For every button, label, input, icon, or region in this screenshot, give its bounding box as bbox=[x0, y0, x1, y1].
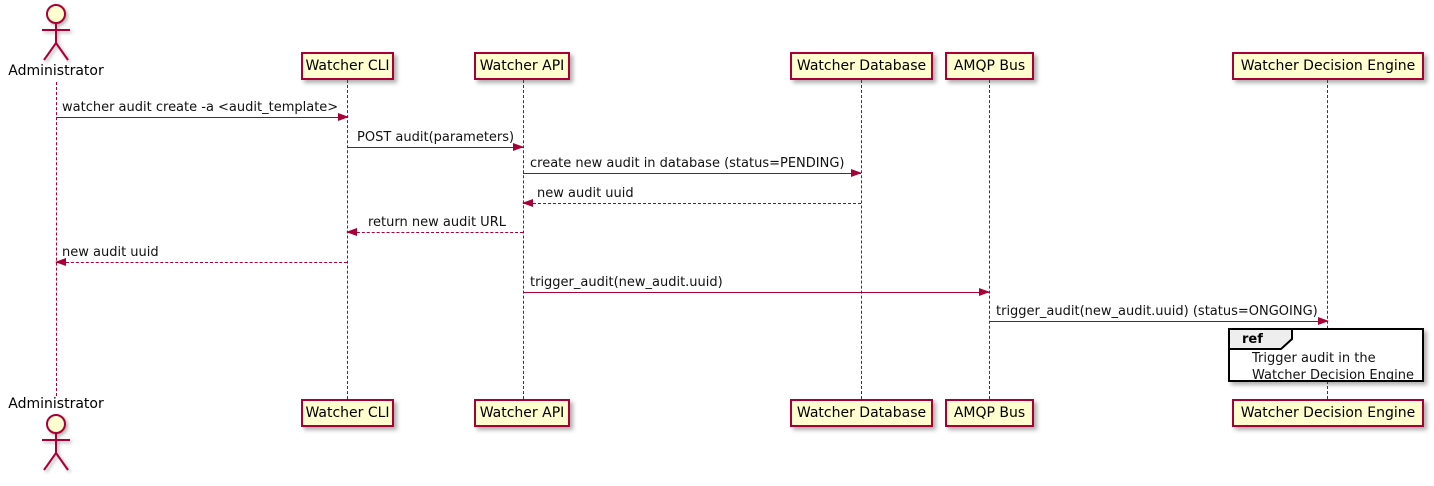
ref-keyword: ref bbox=[1242, 332, 1263, 347]
arrow-line bbox=[523, 203, 861, 204]
actor-label-top: Administrator bbox=[8, 63, 104, 79]
lifeline-watcher-api bbox=[523, 80, 524, 399]
arrowhead-right-icon bbox=[851, 169, 862, 177]
ref-text: Trigger audit in the Watcher Decision En… bbox=[1252, 350, 1414, 384]
message-arrow-audit-create bbox=[56, 113, 349, 121]
message-arrow-trigger-audit bbox=[523, 288, 990, 296]
participant-amqp-bus-top: AMQP Bus bbox=[945, 52, 1034, 80]
message-label-create-audit-db: create new audit in database (status=PEN… bbox=[530, 156, 845, 171]
participant-watcher-decision-engine-top: Watcher Decision Engine bbox=[1232, 52, 1424, 80]
arrowhead-left-icon bbox=[346, 228, 357, 236]
ref-text-line2: Watcher Decision Engine bbox=[1252, 368, 1414, 383]
ref-text-line1: Trigger audit in the bbox=[1252, 351, 1376, 366]
message-label-new-audit-uuid-admin: new audit uuid bbox=[62, 245, 159, 260]
participant-watcher-api-bottom: Watcher API bbox=[474, 399, 570, 427]
arrow-line bbox=[347, 232, 523, 233]
message-label-trigger-audit-ongoing: trigger_audit(new_audit.uuid) (status=ON… bbox=[996, 304, 1318, 319]
message-label-return-audit-url: return new audit URL bbox=[368, 215, 506, 230]
message-arrow-return-audit-url bbox=[346, 228, 523, 236]
arrowhead-left-icon bbox=[55, 258, 66, 266]
message-arrow-trigger-audit-ongoing bbox=[989, 317, 1329, 325]
ref-tab-shape bbox=[1228, 328, 1293, 350]
participant-watcher-api-top: Watcher API bbox=[474, 52, 570, 80]
arrowhead-right-icon bbox=[1318, 317, 1329, 325]
message-label-trigger-audit: trigger_audit(new_audit.uuid) bbox=[530, 275, 723, 290]
message-arrow-new-audit-uuid-admin bbox=[55, 258, 347, 266]
message-label-post-audit: POST audit(parameters) bbox=[357, 130, 515, 145]
actor-icon-bottom bbox=[42, 414, 70, 471]
arrow-line bbox=[989, 321, 1328, 322]
message-label-new-audit-uuid-db: new audit uuid bbox=[537, 186, 634, 201]
arrowhead-right-icon bbox=[513, 143, 524, 151]
arrow-line bbox=[347, 147, 523, 148]
arrow-line bbox=[56, 117, 348, 118]
message-arrow-create-audit-db bbox=[523, 169, 862, 177]
participant-watcher-database-bottom: Watcher Database bbox=[790, 399, 933, 427]
lifeline-administrator bbox=[56, 82, 57, 396]
participant-amqp-bus-bottom: AMQP Bus bbox=[945, 399, 1034, 427]
arrowhead-left-icon bbox=[522, 199, 533, 207]
lifeline-watcher-database bbox=[861, 80, 862, 399]
participant-watcher-decision-engine-bottom: Watcher Decision Engine bbox=[1232, 399, 1424, 427]
arrowhead-right-icon bbox=[979, 288, 990, 296]
ref-fragment: ref Trigger audit in the Watcher Decisio… bbox=[1228, 328, 1424, 384]
message-label-audit-create: watcher audit create -a <audit_template> bbox=[62, 100, 339, 115]
participant-watcher-cli-top: Watcher CLI bbox=[301, 52, 394, 80]
arrow-line bbox=[56, 262, 347, 263]
lifeline-watcher-cli bbox=[347, 80, 348, 399]
participant-watcher-database-top: Watcher Database bbox=[790, 52, 933, 80]
lifeline-amqp-bus bbox=[989, 80, 990, 399]
actor-icon bbox=[42, 4, 70, 61]
arrowhead-right-icon bbox=[338, 113, 349, 121]
participant-watcher-cli-bottom: Watcher CLI bbox=[301, 399, 394, 427]
arrow-line bbox=[523, 173, 861, 174]
message-arrow-new-audit-uuid-db bbox=[522, 199, 861, 207]
message-arrow-post-audit bbox=[347, 143, 524, 151]
actor-label-bottom: Administrator bbox=[8, 396, 104, 412]
lifeline-watcher-decision-engine bbox=[1327, 80, 1328, 399]
arrow-line bbox=[523, 292, 989, 293]
